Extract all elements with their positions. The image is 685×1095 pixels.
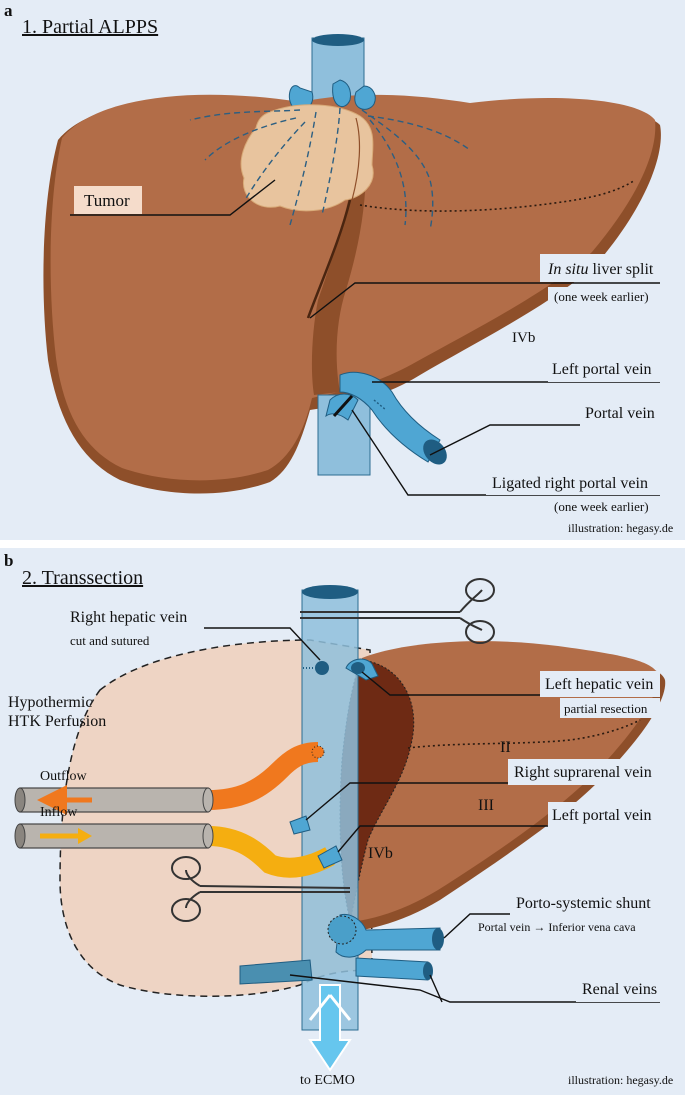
- renal-label-box: [576, 976, 660, 1002]
- ligation: [332, 394, 354, 418]
- credit-b: illustration: hegasy.de: [568, 1073, 673, 1087]
- portal-vein: [339, 371, 441, 463]
- panel-b-letter: b: [4, 551, 13, 570]
- hypothermic-line-1: Hypothermic: [8, 694, 92, 711]
- ligated-label-box: [486, 469, 660, 495]
- to-ecmo-label: to ECMO: [300, 1073, 355, 1088]
- left-portal-vein-b: [317, 845, 343, 869]
- inflow-tube: [207, 826, 335, 878]
- ecmo-arrow-branches: [308, 994, 352, 1021]
- lhv-label-box: [540, 671, 660, 697]
- lhv-note-box: [560, 698, 660, 718]
- left-portal-vein-label-b: Left portal vein: [552, 807, 652, 824]
- outflow-label: Outflow: [40, 769, 88, 784]
- liver-split-note: (one week earlier): [554, 289, 649, 304]
- segment-iii: III: [478, 797, 494, 814]
- inflow-label: Inflow: [40, 805, 78, 820]
- inflow-arrow-head: [78, 828, 92, 844]
- left-hepatic-vein-stub: [354, 85, 376, 110]
- panel-a-letter: a: [4, 1, 13, 20]
- rhv-label-box: [64, 604, 204, 630]
- left-portal-vein-label-box-a: [548, 356, 660, 382]
- credit-a: illustration: hegasy.de: [568, 521, 673, 535]
- intrahepatic-veins: [189, 107, 471, 231]
- inflow-catheter-end: [14, 823, 26, 849]
- segment-ivb-b: IVb: [368, 845, 393, 862]
- outflow-tube: [207, 742, 319, 810]
- rhv-note: cut and sutured: [70, 633, 150, 648]
- shunt-label: Porto-systemic shunt: [516, 895, 651, 912]
- lhv-note: partial resection: [564, 701, 648, 716]
- liver-split-text: liver split: [588, 261, 653, 278]
- ivc-opening: [312, 34, 364, 46]
- segment-line: [359, 179, 636, 212]
- suprarenal-label: Right suprarenal vein: [514, 764, 652, 781]
- portal-vein-label: Portal vein: [585, 405, 655, 422]
- shunt-note: Portal vein → Inferior vena cava: [478, 920, 636, 934]
- left-portal-vein-label-a: Left portal vein: [552, 361, 652, 378]
- outflow-cannula: [311, 745, 325, 759]
- left-renal-vein: [355, 957, 429, 981]
- liver-split-label-box: [540, 254, 660, 282]
- tumor-division: [351, 117, 361, 201]
- panel-a-title: 1. Partial ALPPS: [22, 16, 158, 38]
- in-situ-italic: In situ: [547, 261, 588, 278]
- shunt-anastomosis: [327, 915, 357, 945]
- clamp-bottom: [171, 856, 351, 922]
- suture-a: [373, 399, 387, 411]
- split-shadow: [311, 165, 366, 395]
- outflow-catheter-end: [14, 787, 26, 813]
- liver-split-label: In situ liver split: [547, 261, 654, 278]
- ligated-note: (one week earlier): [554, 499, 649, 514]
- outflow-catheter-joint: [202, 787, 214, 813]
- liver-split-line: [306, 199, 352, 319]
- middle-hepatic-vein-stub: [332, 79, 351, 108]
- right-suprarenal-vein: [289, 815, 311, 835]
- shunt-opening: [432, 928, 444, 950]
- lhv-label: Left hepatic vein: [545, 676, 653, 693]
- tumor-label-box: [74, 186, 142, 214]
- segment-ii: II: [500, 739, 511, 756]
- liver-split-note-box: [548, 287, 660, 305]
- right-renal-vein: [239, 959, 313, 985]
- portal-vein-label-box: [580, 400, 660, 426]
- ligated-label: Ligated right portal vein: [492, 475, 648, 492]
- ivc-opening-b: [302, 585, 358, 599]
- rhv-stump: [315, 661, 329, 675]
- segment-ivb-a: IVb: [512, 330, 535, 346]
- rhv-note-box: [64, 630, 174, 650]
- left-portal-vein-label-box-b: [548, 802, 660, 828]
- tumor-label: Tumor: [84, 191, 130, 210]
- porto-systemic-shunt: [335, 913, 441, 958]
- hypothermic-line-2: HTK Perfusion: [8, 713, 106, 730]
- liver: [50, 94, 656, 481]
- lhv-opening: [351, 662, 365, 674]
- shunt-label-box: [510, 890, 660, 916]
- rhv-label: Right hepatic vein: [70, 609, 187, 626]
- clamp-top: [300, 578, 495, 644]
- tumor: [240, 104, 374, 212]
- segment-line-b: [407, 719, 641, 749]
- suprarenal-label-box: [508, 759, 660, 785]
- renal-label: Renal veins: [582, 981, 657, 998]
- inflow-catheter-joint: [202, 823, 214, 849]
- shunt-note-box: [474, 916, 660, 936]
- panel-b-title: 2. Transsection: [22, 567, 143, 589]
